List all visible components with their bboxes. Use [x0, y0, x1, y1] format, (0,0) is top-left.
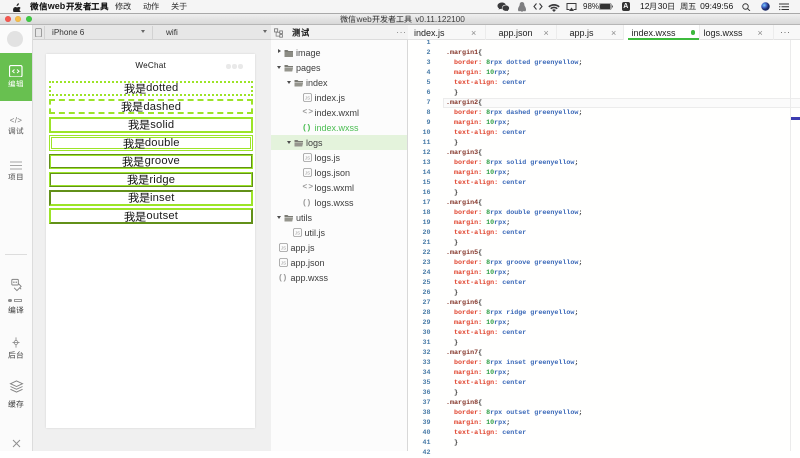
svg-text:JS: JS	[304, 156, 309, 161]
svg-text:JS: JS	[280, 261, 285, 266]
svg-text:JS: JS	[304, 96, 309, 101]
svg-text:JS: JS	[304, 171, 309, 176]
svg-text:JS: JS	[280, 246, 285, 251]
svg-text:JS: JS	[294, 231, 299, 236]
